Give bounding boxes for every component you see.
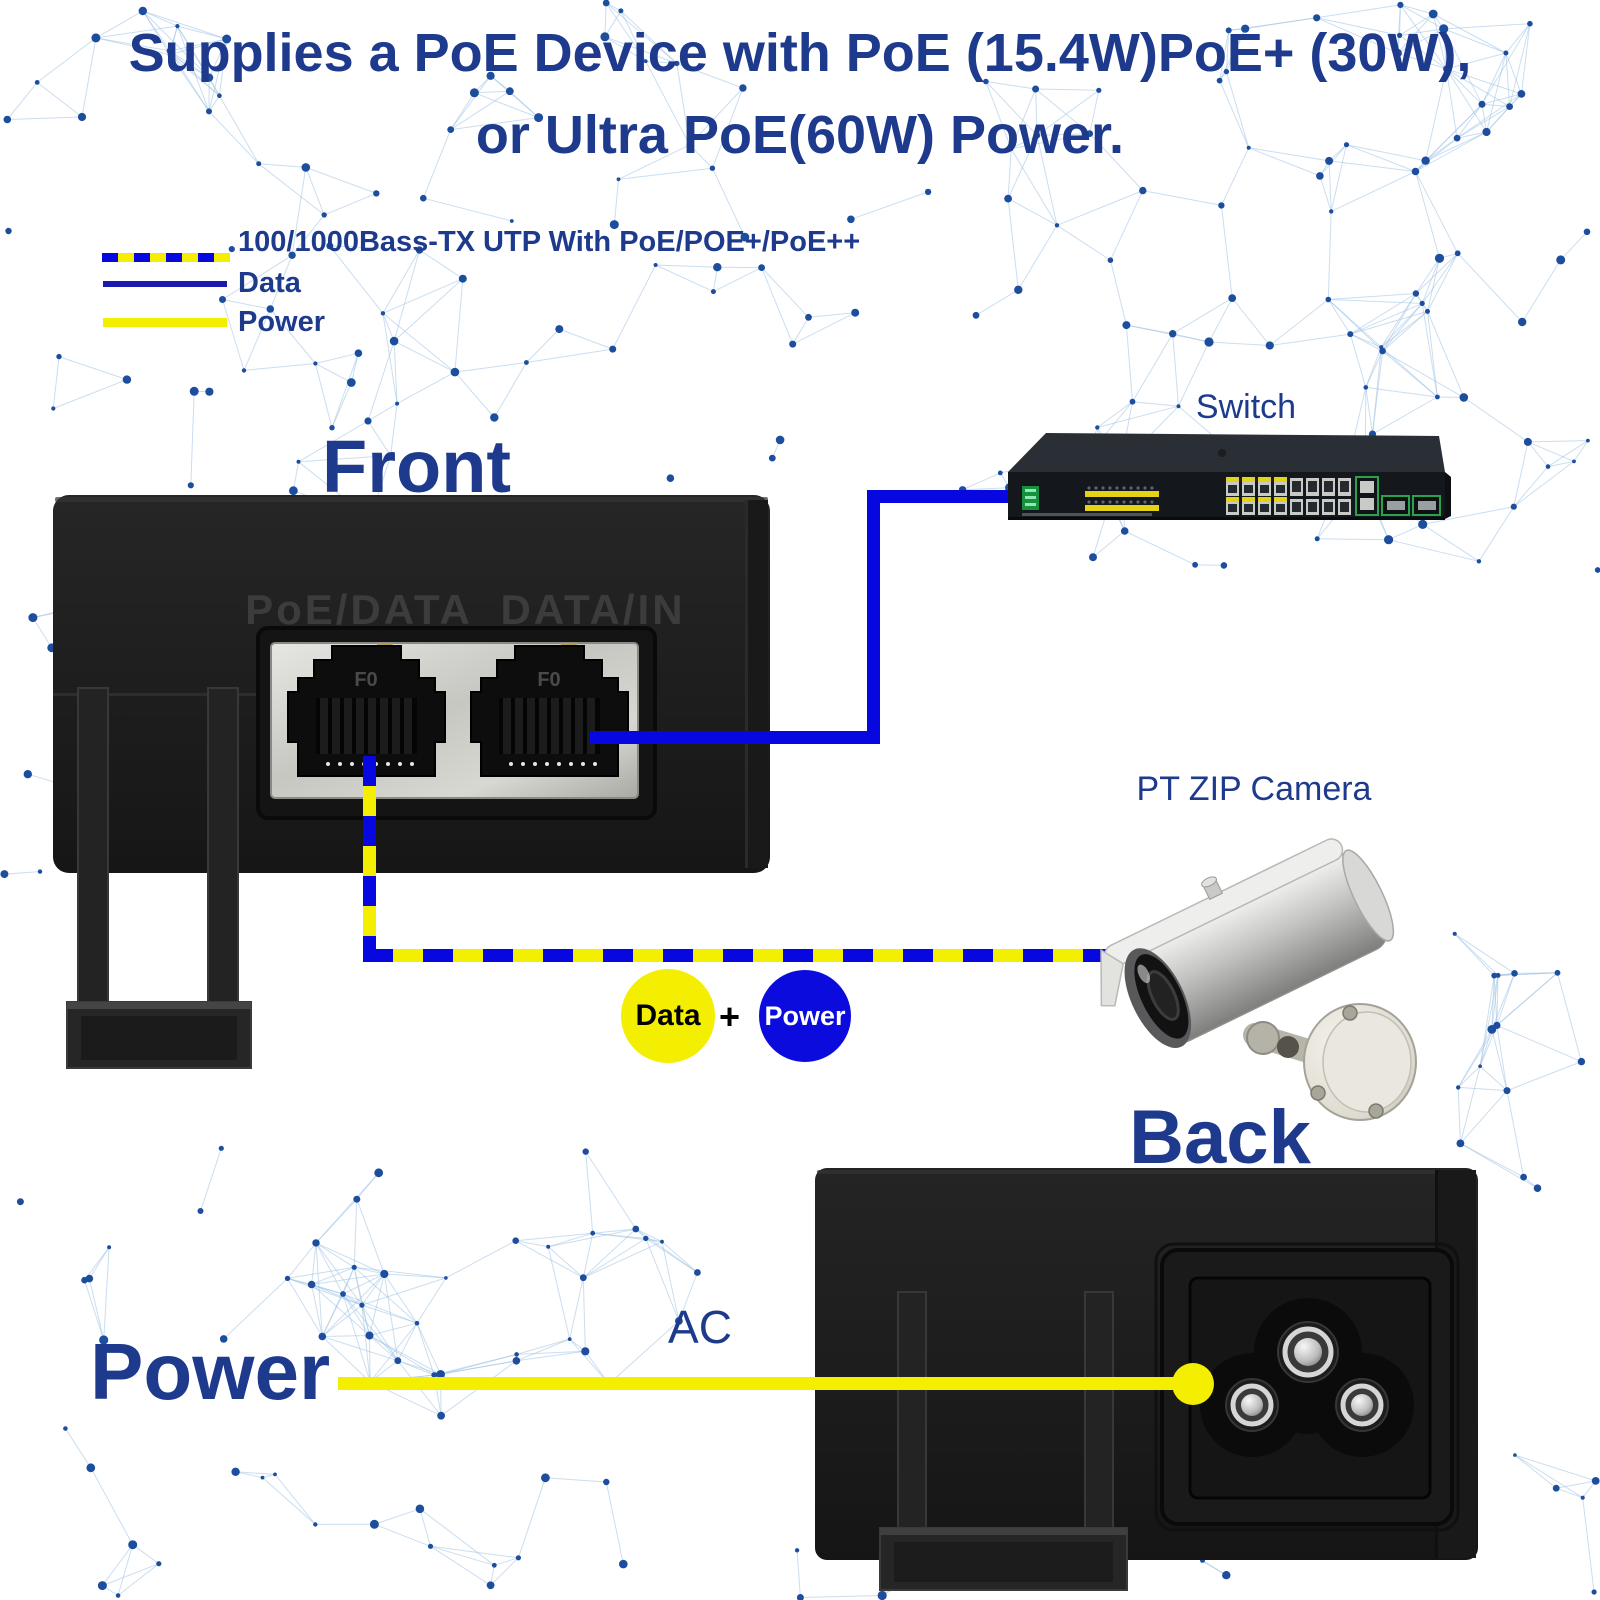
legend-swatch-data [103,281,227,287]
network-switch [1008,433,1451,520]
switch-ports [1226,477,1351,515]
security-camera [1100,838,1417,1121]
back-heading: Back [1129,1095,1311,1180]
data-cable-to-switch [867,490,1015,503]
legend-label-power: Power [238,306,326,338]
plus-sign: + [719,996,741,1037]
port2-engraving: DATA/IN [500,586,685,633]
poe-injector-front: PoE/DATA DATA/IN F0 [53,495,770,1069]
data-badge-label: Data [635,999,701,1032]
camera-label: PT ZIP Camera [1136,770,1372,808]
switch-uplink-ports [1355,476,1441,516]
rj45-jack-poe-data: F0 [287,645,446,777]
switch-led-strips [1022,486,1159,516]
power-cable [338,1377,1184,1390]
poe-cable-horizontal [363,949,1113,962]
data-cable-vertical [867,490,880,744]
title-line-1: Supplies a PoE Device with PoE (15.4W)Po… [128,23,1472,83]
data-badge: Data [621,969,715,1063]
jack1-marking: F0 [354,669,377,691]
legend-label-utp: 100/1000Bass-TX UTP With PoE/POE+/PoE++ [238,226,861,258]
switch-label: Switch [1195,388,1297,426]
camera-mount [1243,1003,1417,1121]
jack2-marking: F0 [537,669,560,691]
ac-label: AC [668,1301,732,1353]
front-heading: Front [322,425,512,508]
legend-label-data: Data [238,267,301,299]
back-mounting-bracket [879,1291,1128,1591]
power-badge-label: Power [764,1000,846,1031]
legend-swatch-power [103,318,227,327]
switch-top-face [1008,433,1445,472]
legend-swatch-utp [102,253,230,262]
poe-injector-back [815,1168,1478,1591]
power-badge: Power [759,970,851,1062]
power-inlet-dot [1172,1363,1214,1405]
camera-body [1100,838,1395,1048]
ac-inlet [1200,1298,1414,1457]
data-cable-horizontal [590,731,875,744]
rj45-jack-data-in: F0 [470,645,629,777]
port1-engraving: PoE/DATA [245,586,473,633]
poe-cable-vertical [363,756,376,956]
title-line-2: or Ultra PoE(60W) Power. [475,105,1125,165]
front-mounting-bracket [66,687,252,1069]
power-heading: Power [90,1327,331,1416]
